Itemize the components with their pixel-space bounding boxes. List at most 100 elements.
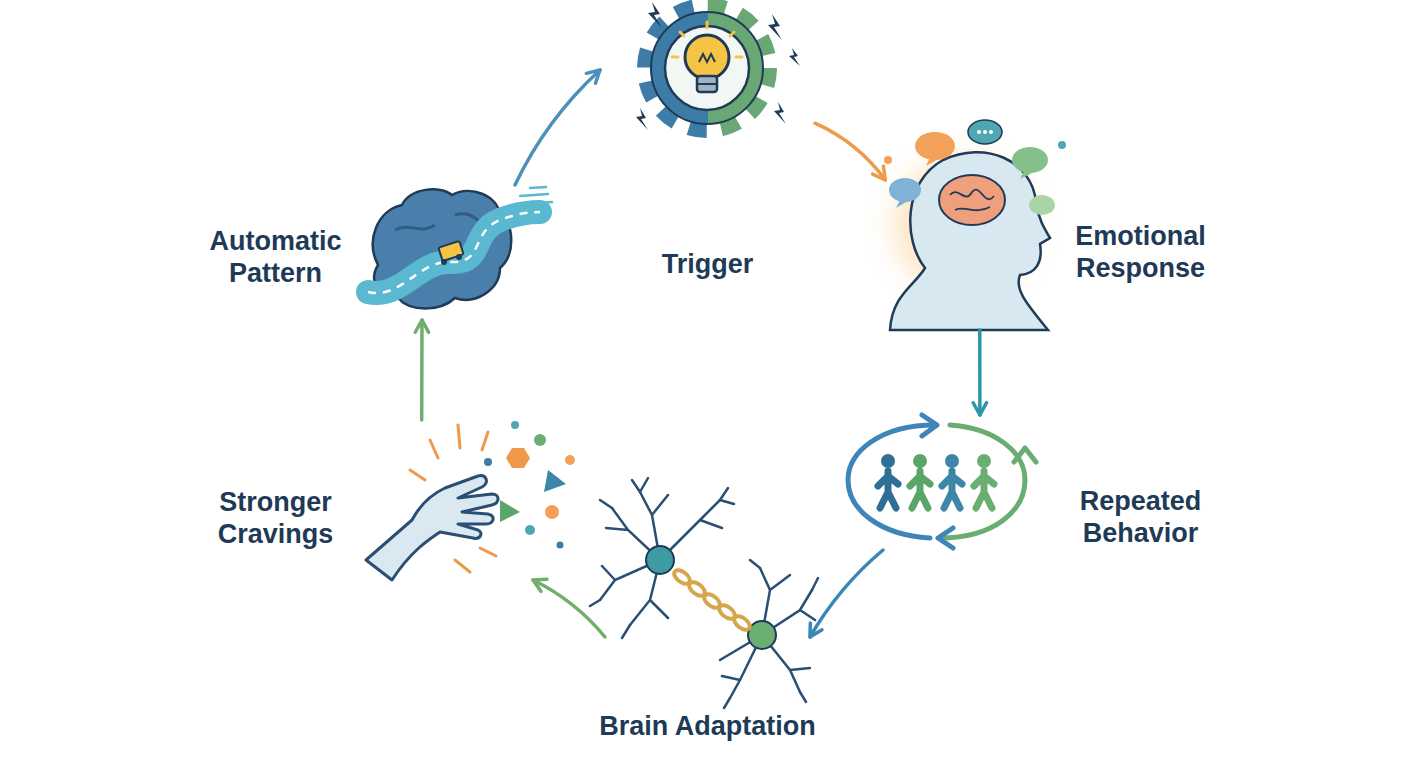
repeat-walk-icon-part-part	[942, 471, 962, 508]
head-emotion-icon-part	[1058, 141, 1066, 149]
node-label: Repeated Behavior	[1063, 485, 1218, 550]
gear-bulb-icon-part	[697, 76, 717, 92]
reaching-hand-icon-part	[506, 448, 530, 468]
head-emotion-icon	[862, 120, 1066, 330]
head-emotion-icon-part	[1020, 171, 1034, 179]
head-emotion-icon-part	[926, 157, 940, 166]
head-emotion-icon-part	[890, 152, 1050, 330]
head-emotion-icon-part	[1029, 195, 1055, 215]
node-label: Stronger Cravings	[198, 486, 353, 551]
repeat-walk-icon-part	[1014, 448, 1036, 462]
brain-road-icon	[368, 187, 552, 309]
arrow-line	[978, 330, 982, 415]
neuron-icon	[590, 478, 818, 708]
arrow-head	[973, 403, 986, 415]
node-label: Trigger	[600, 248, 815, 280]
repeat-walk-icon	[848, 415, 1036, 548]
arrow-head	[810, 623, 822, 637]
icon-node: Repeated Behavior	[845, 415, 1035, 550]
head-emotion-icon-part	[915, 132, 955, 160]
repeat-walk-icon-part-part	[881, 454, 895, 468]
gear-bulb-icon-part	[789, 48, 800, 66]
repeat-walk-icon-part-part	[913, 454, 927, 468]
neuron-icon-part	[748, 621, 776, 649]
reaching-hand-icon-part	[511, 421, 519, 429]
repeat-walk-icon-part-part	[945, 454, 959, 468]
arrow-line	[533, 580, 605, 637]
brain-road-icon-part	[441, 259, 447, 265]
cycle-arrow	[810, 550, 883, 637]
repeat-walk-icon-part-part	[974, 471, 994, 508]
cycle-arrow	[415, 320, 428, 420]
reaching-hand-icon-part-part	[482, 432, 488, 450]
neuron-icon-part-part	[590, 478, 734, 638]
head-emotion-icon-part	[968, 120, 1002, 144]
reaching-hand-icon-part	[484, 458, 492, 466]
gear-bulb-icon-part	[697, 83, 717, 85]
node-label: Emotional Response	[1063, 220, 1218, 285]
head-emotion-icon-part	[989, 130, 993, 134]
cycle-arrow	[533, 579, 605, 637]
gear-bulb-icon-part	[685, 35, 729, 79]
icon-node: Brain Adaptation	[605, 475, 810, 700]
node-label: Brain Adaptation	[575, 710, 840, 742]
reaching-hand-icon-part	[410, 425, 496, 572]
repeat-walk-icon-part	[940, 425, 1025, 538]
neuron-icon-part	[590, 478, 818, 708]
neuron-icon-part-part	[732, 614, 752, 633]
icon-node: Automatic Pattern	[365, 185, 515, 320]
repeat-walk-icon-part	[878, 454, 994, 508]
head-emotion-icon-part	[1012, 147, 1048, 173]
arrow-line	[815, 123, 885, 180]
cycle-arrow	[973, 330, 986, 415]
gear-bulb-icon-part	[672, 22, 742, 57]
head-emotion-icon-part	[939, 175, 1005, 225]
brain-road-icon-part	[368, 212, 540, 293]
reaching-hand-icon-part-part	[430, 440, 438, 458]
gear-bulb-icon-part	[636, 108, 648, 130]
reaching-hand-icon-part	[545, 505, 559, 519]
brain-road-icon-part	[520, 187, 552, 204]
reaching-hand-icon-part-part	[480, 548, 496, 556]
arrow-head	[873, 166, 886, 180]
repeat-walk-icon-part-part	[910, 471, 930, 508]
brain-road-icon-part	[456, 254, 462, 260]
reaching-hand-icon-part	[500, 500, 520, 522]
icon-node: Trigger	[600, 0, 815, 140]
gear-bulb-icon	[636, 2, 800, 130]
reaching-hand-icon-part	[366, 476, 498, 580]
repeat-walk-icon-part	[938, 528, 953, 548]
reaching-hand-icon	[366, 421, 575, 580]
neuron-icon-part-part	[720, 568, 815, 698]
icon-node: Emotional Response	[880, 130, 1055, 330]
neuron-icon-part	[646, 546, 674, 574]
repeat-walk-icon-part	[922, 415, 937, 436]
brain-road-icon-part	[438, 241, 463, 261]
arrow-line	[515, 70, 600, 185]
gear-bulb-icon-part	[651, 12, 763, 124]
gear-bulb-icon-part	[699, 54, 715, 62]
reaching-hand-icon-part-part	[458, 425, 460, 448]
arrow-head	[415, 320, 428, 332]
head-emotion-icon-part	[983, 130, 987, 134]
reaching-hand-icon-part-part	[410, 470, 425, 480]
head-emotion-icon-part	[884, 156, 892, 164]
repeat-walk-icon-part-part	[977, 454, 991, 468]
gear-bulb-icon-part	[768, 14, 782, 40]
repeat-walk-icon-part-part	[878, 471, 898, 508]
neuron-icon-part	[672, 568, 752, 633]
reaching-hand-icon-part	[534, 434, 546, 446]
reaching-hand-icon-part-part	[455, 560, 470, 572]
head-emotion-icon-part	[950, 190, 994, 211]
arrow-line	[810, 550, 883, 637]
neuron-icon-part-part	[600, 492, 722, 625]
reaching-hand-icon-part	[565, 455, 575, 465]
neuron-icon-part-part	[724, 560, 818, 708]
head-emotion-icon-part	[896, 200, 908, 208]
gear-bulb-icon-part	[645, 6, 769, 130]
gear-bulb-icon-part	[665, 26, 749, 110]
